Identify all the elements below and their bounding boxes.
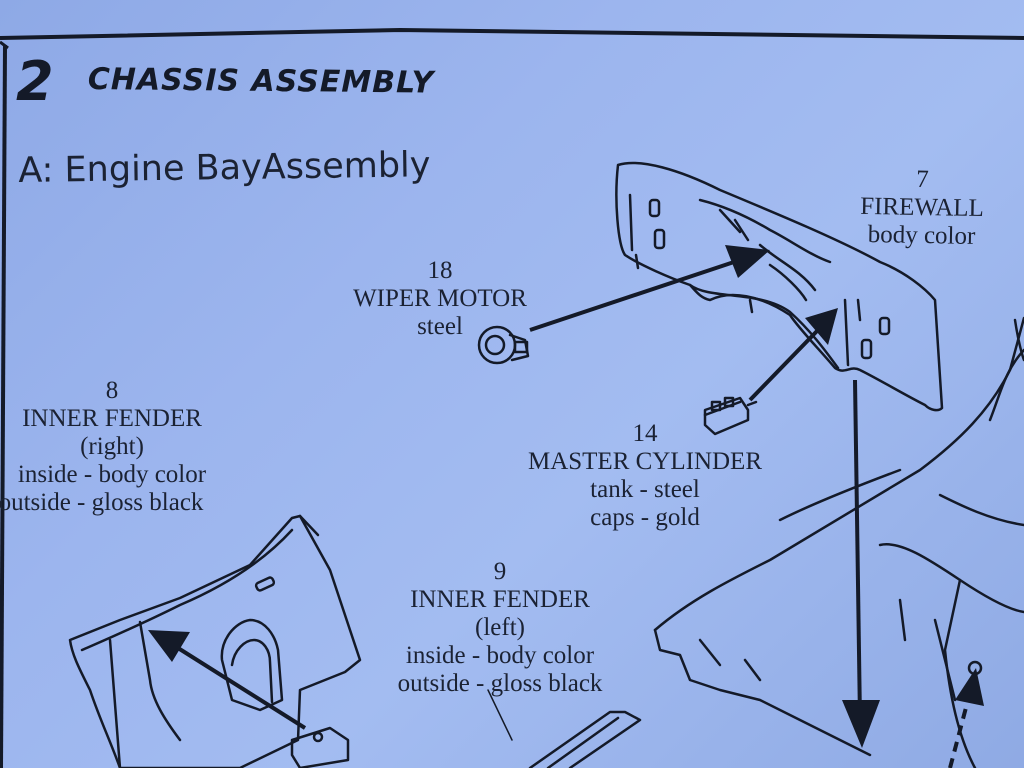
inner-fender-left-part [528, 710, 642, 768]
master-cylinder-tank: tank - steel [590, 476, 700, 503]
master-cylinder-part [703, 396, 758, 436]
inner-fender-right-part [68, 514, 362, 768]
master-cylinder-number: 14 [632, 420, 658, 447]
inner-fender-right-label: 8 INNER FENDER (right) inside - body col… [0, 377, 232, 517]
inner-fender-right-inside: inside - body color [17, 461, 207, 488]
fender-small-part [290, 726, 350, 768]
inner-fender-left-side: (left) [475, 614, 525, 641]
inner-fender-left-number: 9 [493, 558, 507, 585]
inner-fender-left-label: 9 INNER FENDER (left) inside - body colo… [365, 558, 635, 698]
inner-fender-right-number: 8 [105, 377, 119, 404]
step-number: 2 [16, 50, 54, 113]
inner-fender-left-outside: outside - gloss black [397, 670, 603, 697]
wiper-motor-part [477, 325, 530, 365]
firewall-number: 7 [916, 165, 929, 194]
inner-fender-left-name: INNER FENDER [410, 586, 590, 613]
master-cylinder-name: MASTER CYLINDER [527, 448, 763, 475]
wiper-motor-number: 18 [427, 257, 453, 284]
firewall-finish: body color [867, 221, 976, 250]
inner-fender-left-inside: inside - body color [405, 642, 595, 669]
firewall-name: FIREWALL [859, 192, 985, 223]
inner-fender-right-name: INNER FENDER [22, 405, 202, 432]
assembly-arrows [148, 245, 984, 768]
firewall-part [615, 161, 944, 412]
wiper-motor-label: 18 WIPER MOTOR steel [330, 257, 550, 341]
inner-fender-right-side: (right) [80, 433, 144, 460]
wiper-motor-finish: steel [417, 313, 463, 340]
inner-fender-right-outside: outside - gloss black [0, 489, 204, 516]
master-cylinder-label: 14 MASTER CYLINDER tank - steel caps - g… [505, 420, 785, 532]
chassis-frame-part [653, 316, 1024, 768]
firewall-label: 7 FIREWALL body color [841, 165, 1002, 252]
master-cylinder-caps: caps - gold [590, 504, 700, 531]
wiper-motor-name: WIPER MOTOR [353, 285, 527, 312]
